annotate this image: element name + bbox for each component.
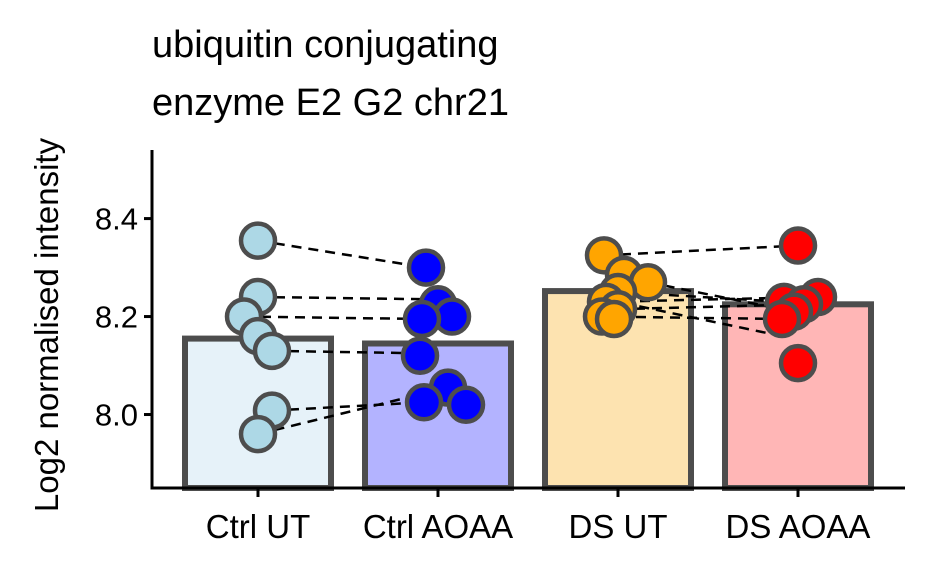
data-point-ctrl-aoaa-4 xyxy=(400,336,440,375)
data-point-ds-aoaa-5 xyxy=(762,299,802,339)
pair-line-6 xyxy=(603,244,799,257)
data-point-ctrl-aoaa-0 xyxy=(406,248,446,287)
chart-title-line-1: ubiquitin conjugating xyxy=(152,24,499,66)
data-point-ctrl-aoaa-3 xyxy=(402,299,442,339)
data-point-ctrl-aoaa-6 xyxy=(404,383,444,422)
data-point-ctrl-ut-4 xyxy=(252,331,292,371)
data-point-ds-ut-7 xyxy=(594,299,634,339)
data-point-ds-aoaa-6 xyxy=(778,343,818,383)
y-tick-label-1: 8.2 xyxy=(95,300,138,335)
data-points xyxy=(224,221,838,454)
x-tick-label-ctrl-aoaa: Ctrl AOAA xyxy=(363,508,513,545)
data-point-ctrl-ut-6 xyxy=(238,414,278,454)
pair-line-1 xyxy=(257,295,439,301)
y-tick-label-0: 8.0 xyxy=(95,398,138,433)
pair-line-0 xyxy=(257,239,427,269)
bar-ds-aoaa xyxy=(722,301,874,491)
pair-line-7 xyxy=(617,290,785,304)
bar-ctrl-aoaa xyxy=(362,340,514,492)
x-tick-label-ds-ut: DS UT xyxy=(569,508,668,545)
chart-title-line-2: enzyme E2 G2 chr21 xyxy=(152,82,509,124)
pair-line-12 xyxy=(605,298,783,338)
data-point-ds-aoaa-0 xyxy=(778,226,818,265)
pair-line-3 xyxy=(271,349,421,355)
pair-line-4 xyxy=(271,401,425,412)
x-tick-label-ds-aoaa: DS AOAA xyxy=(726,508,871,545)
y-tick-label-2: 8.4 xyxy=(95,202,138,237)
chart-title: ubiquitin conjugating enzyme E2 G2 chr21 xyxy=(152,24,509,124)
x-tick-label-ctrl-ut: Ctrl UT xyxy=(206,508,310,545)
data-point-ctrl-aoaa-7 xyxy=(446,385,486,424)
data-point-ctrl-ut-0 xyxy=(238,221,278,260)
pair-line-2 xyxy=(243,315,423,321)
y-axis-label: Log2 normalised intensity xyxy=(28,137,65,512)
